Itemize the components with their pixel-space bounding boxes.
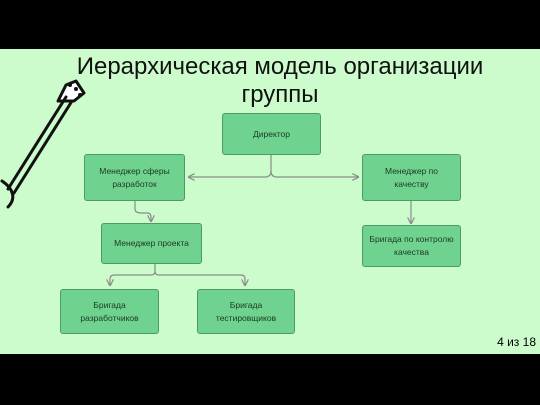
connector-project-test xyxy=(154,270,245,285)
connector-dev-project xyxy=(134,201,151,221)
connectors xyxy=(0,155,540,354)
connector-director-quality xyxy=(270,170,358,177)
node-qc-team: Бригада по контролю качества xyxy=(362,225,461,267)
connector-director-split xyxy=(189,155,272,177)
slide: Иерархическая модель организации группы … xyxy=(0,49,540,354)
node-test-team: Бригада тестировщиков xyxy=(197,289,295,334)
connector-project-split xyxy=(110,261,156,285)
node-dev-team: Бригада разработчиков xyxy=(60,289,159,334)
page-indicator: 4 из 18 xyxy=(497,335,536,349)
node-director: Директор xyxy=(222,113,321,155)
node-quality-manager: Менеджер по качеству xyxy=(362,154,461,201)
guitar-icon xyxy=(0,79,86,209)
node-project-manager: Менеджер проекта xyxy=(101,223,202,264)
node-dev-manager: Менеджер сферы разработок xyxy=(84,154,185,201)
slide-title: Иерархическая модель организации группы xyxy=(76,53,484,108)
